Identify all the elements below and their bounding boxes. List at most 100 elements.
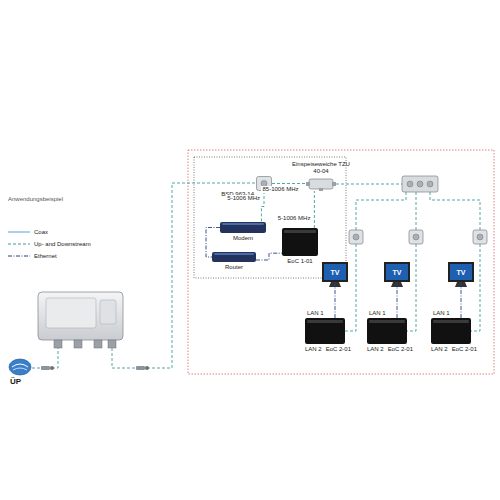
tv-label: TV — [331, 269, 340, 276]
device-body — [367, 318, 407, 344]
amplifier-cover — [100, 300, 116, 324]
device-label: LAN 1 — [307, 310, 324, 317]
amplifier-port — [74, 340, 82, 348]
box-icon — [282, 228, 318, 256]
tv-set: TV — [384, 262, 410, 282]
amplifier-port — [108, 340, 116, 348]
router-device: Router — [212, 252, 256, 262]
legend-line-sample — [8, 252, 30, 260]
legend-text: Up- and Downstream — [34, 241, 91, 248]
wall-socket — [409, 230, 423, 244]
device-label: EoC 2-01 — [388, 346, 413, 353]
tv-screen — [385, 263, 409, 281]
tv-label: TV — [457, 269, 466, 276]
connector-plug — [41, 366, 50, 370]
tv-set: TV — [322, 262, 348, 282]
updown-wire — [471, 244, 480, 331]
updown-wire — [32, 348, 58, 368]
socket-port — [353, 234, 359, 240]
diplexer-icon — [306, 177, 336, 191]
updown-wire — [345, 244, 356, 331]
device-label: LAN 2 — [431, 346, 448, 353]
eoc-slave: LAN 1LAN 2EoC 2-01 — [305, 318, 345, 344]
eoc-slave: LAN 1LAN 2EoC 2-01 — [431, 318, 471, 344]
slab-icon — [212, 252, 256, 262]
device-highlight — [307, 320, 343, 323]
legend-line-sample — [8, 256, 30, 257]
globe-swirl — [12, 364, 28, 367]
updown-wire — [407, 244, 416, 331]
diplexer-node: Einspeiseweiche TZU 40-04 — [306, 177, 336, 191]
legend-line-sample — [8, 240, 30, 248]
device-label: Einspeiseweiche TZU 40-04 — [291, 161, 351, 175]
legend-text: Ethernet — [34, 253, 57, 260]
frequency-label: 85-1006 MHz — [261, 186, 299, 193]
wall-socket — [473, 230, 487, 244]
diplexer-port — [319, 188, 323, 191]
updown-wire — [430, 192, 480, 230]
device-body — [282, 228, 318, 256]
device-highlight — [433, 320, 469, 323]
ethernet-cable — [335, 282, 336, 318]
splitter-port — [427, 181, 433, 187]
legend-row: Coax — [8, 228, 48, 236]
diplexer-port — [306, 182, 310, 186]
splitter-port — [417, 181, 423, 187]
device-label: LAN 1 — [433, 310, 450, 317]
device-label: Modem — [220, 235, 266, 242]
box-icon — [431, 318, 471, 344]
eoc-master: EoC 1-01 — [282, 228, 318, 256]
device-highlight — [222, 223, 264, 225]
caption-label: Anwendungsbeispiel — [8, 196, 63, 203]
amplifier-port — [94, 340, 102, 348]
coax-cable — [261, 191, 264, 222]
connector-plug — [50, 366, 54, 370]
device-label: EoC 1-01 — [275, 258, 325, 265]
device-body — [431, 318, 471, 344]
device-highlight — [284, 230, 316, 233]
wall-socket — [349, 230, 363, 244]
globe-swirl — [13, 368, 27, 370]
legend-row: Up- and Downstream — [8, 240, 91, 248]
tv-screen — [323, 263, 347, 281]
tv-set: TV — [448, 262, 474, 282]
updown-wire — [336, 184, 402, 185]
device-body — [305, 318, 345, 344]
slab-icon — [220, 222, 266, 233]
modem-device: Modem — [220, 222, 266, 233]
device-label: Router — [212, 264, 256, 271]
eoc-slave: LAN 1LAN 2EoC 2-01 — [367, 318, 407, 344]
coax-cable — [272, 183, 306, 184]
transfer-point: ÜP — [8, 358, 32, 376]
legend-line-sample — [8, 244, 30, 245]
updown-wire — [112, 183, 256, 368]
ethernet-cable — [256, 253, 282, 260]
house-boundary — [188, 150, 494, 374]
updown-wire — [416, 192, 417, 230]
wall-socket — [473, 230, 487, 244]
frequency-label: 5-1006 MHz — [226, 195, 261, 202]
ethernet-cable — [397, 282, 398, 318]
wall-socket — [409, 230, 423, 244]
diplexer-body — [309, 179, 333, 189]
updown-wire — [356, 192, 406, 230]
wall-socket — [349, 230, 363, 244]
connector-plug — [136, 366, 145, 370]
legend-text: Coax — [34, 229, 48, 236]
splitter-port — [407, 181, 413, 187]
amplifier-panel — [46, 298, 96, 328]
device-label: LAN 2 — [367, 346, 384, 353]
cabinet-boundary — [194, 157, 346, 278]
globe-symbol — [9, 359, 31, 375]
diplexer-port — [332, 182, 336, 186]
frequency-label: 5-1006 MHz — [277, 215, 312, 222]
device-label: LAN 2 — [305, 346, 322, 353]
device-body — [212, 252, 256, 262]
ethernet-cable — [461, 282, 462, 318]
